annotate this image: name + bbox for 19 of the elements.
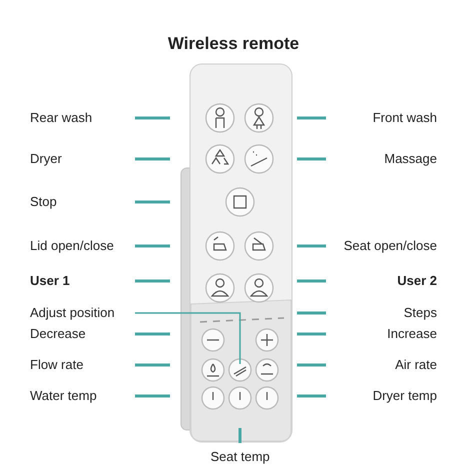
callout-label: Seat temp <box>210 449 270 465</box>
callout-label: Seat open/close <box>344 238 437 254</box>
callout-label: Front wash <box>372 110 437 126</box>
callout-label: Rear wash <box>30 110 92 126</box>
callout-label: Lid open/close <box>30 238 114 254</box>
callout-label: Stop <box>30 194 57 210</box>
title: Wireless remote <box>166 34 300 54</box>
callout-label: Adjust position <box>30 305 115 321</box>
callout-label: Increase <box>387 326 437 342</box>
callout-label: Water temp <box>30 388 97 404</box>
callout-label: User 1 <box>30 273 70 289</box>
callout-label: Decrease <box>30 326 86 342</box>
callout-label: Flow rate <box>30 357 84 373</box>
callout-label: Air rate <box>395 357 437 373</box>
callout-label: Dryer temp <box>372 388 437 404</box>
callout-label: Dryer <box>30 151 62 167</box>
callout-label: Steps <box>404 305 437 321</box>
callout-label: Massage <box>384 151 437 167</box>
callout-label: User 2 <box>397 273 437 289</box>
